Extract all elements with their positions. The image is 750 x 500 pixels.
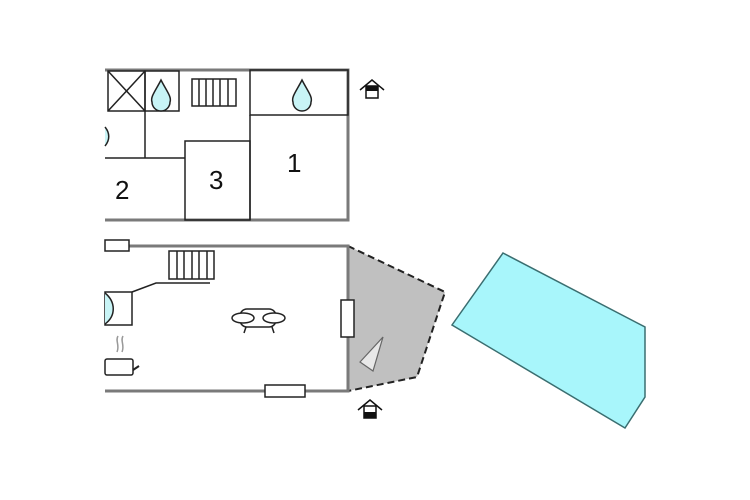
room-label-2: 2 [115,175,129,205]
room-label-3: 3 [209,165,223,195]
room-label-1: 1 [287,148,301,178]
window [264,384,306,398]
stairs-icon [191,78,237,107]
water-drop-icon [291,78,313,112]
ground-outer-wall [105,244,350,393]
pool [450,252,646,430]
upper-outer-wall [105,68,350,222]
water-drop-partial-icon [104,126,110,147]
window [340,299,355,338]
stairs-icon [168,250,215,280]
stove-icon [104,335,140,376]
upper-floor [104,68,350,222]
ground-floor [104,239,355,398]
window [104,239,130,252]
entrance-icon [357,399,383,419]
bathroom-room [249,69,349,116]
terrace-sunshade-icon [359,336,384,372]
terrace [347,244,447,393]
partition-wall [105,111,185,159]
railing [131,282,210,293]
water-drop-icon [150,78,172,112]
entrance-icon [359,79,385,99]
closet-cross [107,70,146,112]
bathtub-icon [104,292,114,325]
sofa-icon [231,308,286,334]
